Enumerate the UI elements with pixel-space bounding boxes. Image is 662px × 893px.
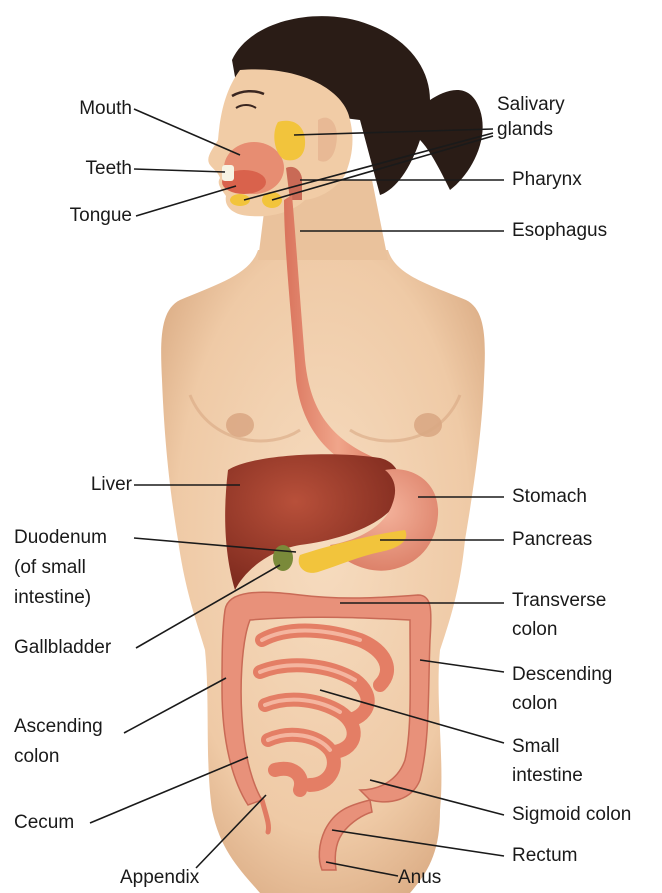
teeth-shape — [222, 165, 234, 181]
label-stomach: Stomach — [512, 485, 587, 508]
label-mouth: Mouth — [40, 97, 132, 120]
label-transverse-line2: colon — [512, 618, 557, 641]
label-cecum: Cecum — [14, 811, 74, 834]
label-pancreas: Pancreas — [512, 528, 592, 551]
label-descending-line1: Descending — [512, 663, 612, 686]
label-pharynx: Pharynx — [512, 168, 582, 191]
label-liver: Liver — [40, 473, 132, 496]
leader-teeth — [134, 169, 225, 172]
label-appendix: Appendix — [120, 866, 199, 889]
label-descending-line2: colon — [512, 692, 557, 715]
label-small-line1: Small — [512, 735, 560, 758]
label-small-line2: intestine — [512, 764, 583, 787]
left-breast-shadow — [226, 413, 254, 437]
label-duodenum-line3: intestine) — [14, 586, 91, 609]
label-salivary-line2: glands — [497, 118, 553, 141]
label-duodenum-line1: Duodenum — [14, 526, 107, 549]
leader-tongue — [136, 186, 236, 216]
label-duodenum-line2: (of small — [14, 556, 86, 579]
label-sigmoid: Sigmoid colon — [512, 803, 631, 826]
label-tongue: Tongue — [40, 204, 132, 227]
label-gallbladder: Gallbladder — [14, 636, 111, 659]
label-esophagus: Esophagus — [512, 219, 607, 242]
label-rectum: Rectum — [512, 844, 577, 867]
label-ascending-line1: Ascending — [14, 715, 103, 738]
label-transverse-line1: Transverse — [512, 589, 606, 612]
label-ascending-line2: colon — [14, 745, 59, 768]
label-teeth: Teeth — [40, 157, 132, 180]
label-salivary-line1: Salivary — [497, 93, 565, 116]
label-anus: Anus — [398, 866, 441, 889]
